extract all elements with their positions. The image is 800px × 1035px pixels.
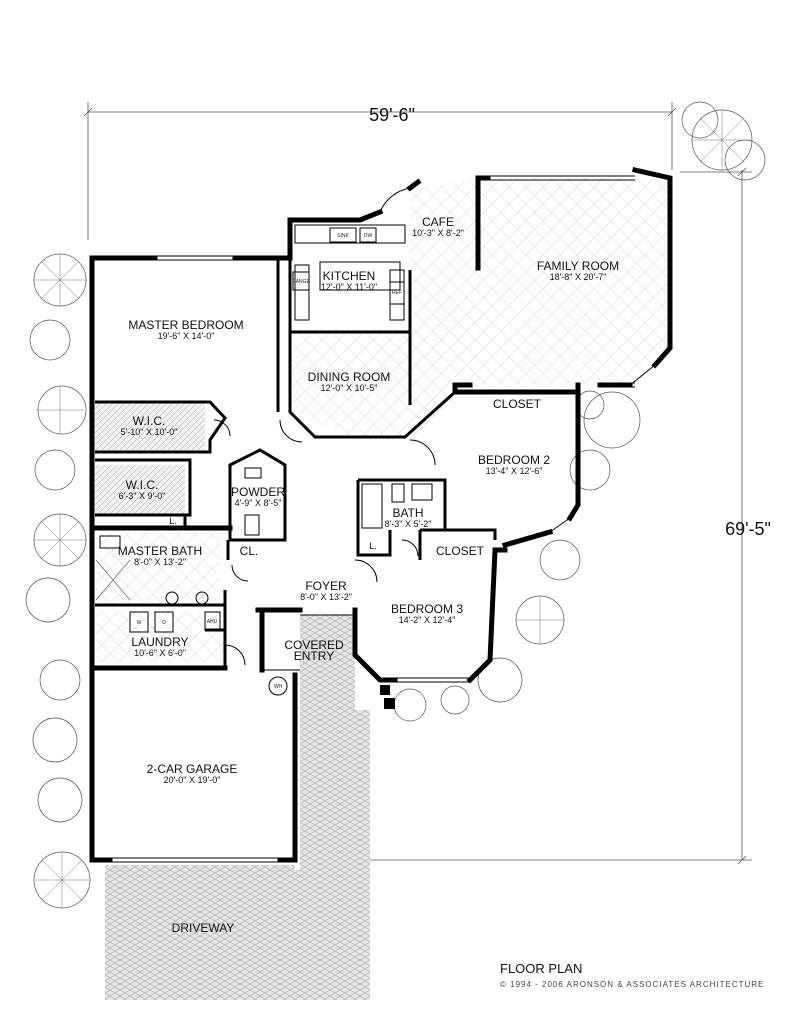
front-walk — [300, 710, 370, 1000]
closet-br3-name: CLOSET — [436, 544, 485, 558]
cafe-size: 10'-3" X 8'-2" — [412, 228, 464, 238]
fixture-labels: SINK DW RANGE REF W D AHU WH L. L. — [137, 233, 402, 690]
floor-plan-title: FLOOR PLAN — [500, 961, 582, 976]
bedroom-2-name: BEDROOM 2 — [478, 453, 550, 467]
width-label: 59'-6" — [369, 105, 415, 125]
linen-closet-2-label: L. — [369, 541, 377, 551]
wic-1-size: 5'-10" X 10'-0" — [121, 427, 178, 437]
cafe-name: CAFE — [422, 215, 454, 229]
bedroom-3-name: BEDROOM 3 — [391, 602, 463, 616]
dryer-label: D — [162, 620, 166, 626]
sink-label: SINK — [337, 233, 349, 239]
master-bedroom-size: 19'-6" X 14'-0" — [158, 331, 215, 341]
entry-column — [384, 698, 395, 709]
bath-size: 8'-3" X 5'-2" — [385, 519, 432, 529]
bedroom-3-size: 14'-2" X 12'-4" — [399, 615, 456, 625]
powder-size: 4'-9" X 8'-5" — [235, 498, 282, 508]
closet-master-name: CL. — [240, 544, 259, 558]
covered-entry-paving — [300, 615, 355, 710]
powder-name: POWDER — [231, 485, 285, 499]
family-room-name: FAMILY ROOM — [537, 259, 619, 273]
linen-closet-1-label: L. — [169, 516, 177, 526]
master-bath-floor — [95, 532, 220, 602]
details — [95, 175, 656, 863]
dining-room-name: DINING ROOM — [308, 370, 391, 384]
width-dimension: 59'-6" — [83, 102, 677, 240]
washer-label: W — [137, 620, 142, 626]
dining-room-size: 12'-0" X 10'-5" — [321, 383, 378, 393]
depth-label: 69'-5" — [725, 519, 771, 539]
range-label: RANGE — [292, 279, 310, 285]
laundry-name: LAUNDRY — [131, 635, 188, 649]
wic-2-name: W.I.C. — [126, 478, 159, 492]
depth-dimension: 69'-5" — [300, 167, 771, 865]
foyer-name: FOYER — [305, 579, 347, 593]
foyer-size: 8'-0" X 13'-2" — [300, 592, 352, 602]
water-heater-label: WH — [274, 684, 283, 690]
kitchen-name: KITCHEN — [323, 269, 376, 283]
family-room-size: 18'-8" X 20'-7" — [550, 272, 607, 282]
garage-name: 2-CAR GARAGE — [147, 762, 238, 776]
bedroom-2-size: 13'-4" X 12'-6" — [486, 466, 543, 476]
wic-1-name: W.I.C. — [133, 414, 166, 428]
copyright-notice: © 1994 - 2006 ARONSON & ASSOCIATES ARCHI… — [500, 980, 764, 989]
laundry-floor — [95, 612, 225, 662]
driveway-name: DRIVEWAY — [172, 921, 235, 935]
exterior-walls — [89, 167, 673, 863]
room-labels: CAFE 10'-3" X 8'-2" FAMILY ROOM 18'-8" X… — [118, 215, 619, 935]
master-bath-name: MASTER BATH — [118, 544, 202, 558]
master-bath-size: 8'-0" X 13'-2" — [134, 557, 186, 567]
kitchen-size: 12'-0" X 11'-0" — [321, 282, 377, 292]
driveway-paving — [105, 865, 295, 1000]
refrigerator-label: REF — [392, 290, 402, 296]
wic-2-size: 6'-3" X 9'-0" — [119, 491, 166, 501]
bath-name: BATH — [392, 506, 423, 520]
closet-br2-name: CLOSET — [493, 397, 542, 411]
covered-entry-name-2: ENTRY — [294, 649, 334, 663]
laundry-size: 10'-6" X 6'-0" — [134, 648, 186, 658]
dishwasher-label: DW — [364, 233, 373, 239]
tile-floor-main — [290, 178, 668, 440]
interior-walls — [95, 258, 497, 668]
garage-size: 20'-0" X 19'-0" — [164, 775, 221, 785]
covered-entry-name: COVERED — [284, 638, 344, 652]
air-handler-label: AHU — [207, 619, 218, 625]
wic-2-floor — [95, 465, 185, 515]
master-bedroom-name: MASTER BEDROOM — [128, 318, 243, 332]
entry-column-2 — [380, 685, 390, 695]
wic-1-floor — [95, 402, 205, 452]
